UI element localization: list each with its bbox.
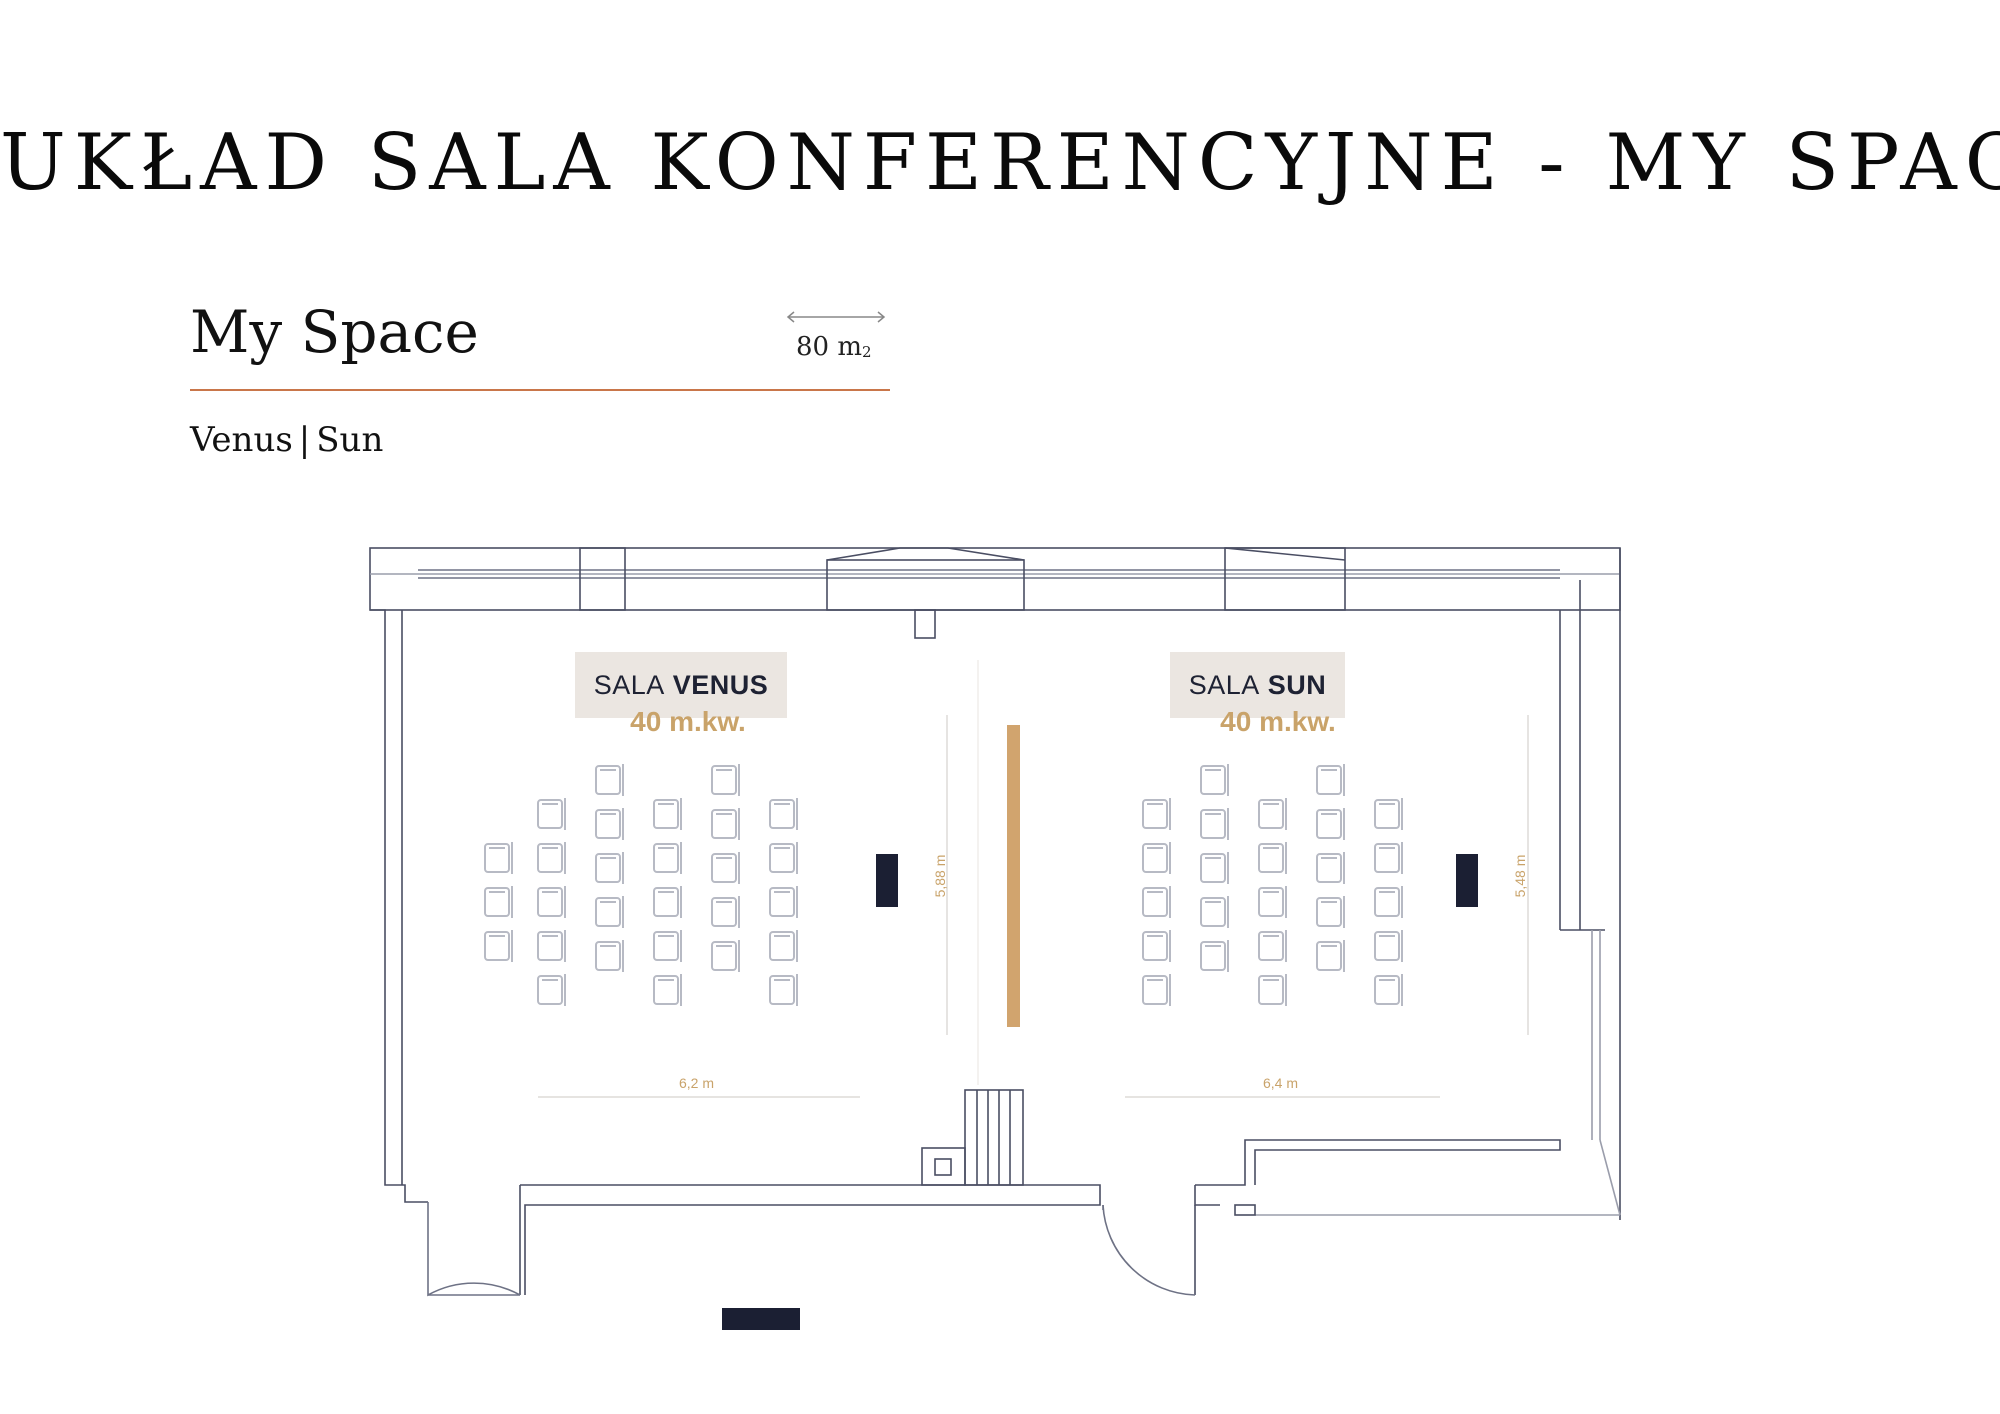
chair [484,930,513,962]
chair [1374,886,1403,918]
depth-dimension-sun: 5,48 m [1512,854,1528,898]
chair [711,764,740,796]
building-walls [369,547,1621,1297]
page-title: UKŁAD SALA KONFERENCYJNE - MY SPACE [0,118,2000,208]
subroom-list: Venus|Sun [190,420,383,460]
chair [653,842,682,874]
chair [1258,930,1287,962]
chair [653,886,682,918]
chair [1316,808,1345,840]
chair [1316,852,1345,884]
chair [1258,886,1287,918]
chair [537,886,566,918]
chair [1200,808,1229,840]
chair [1142,842,1171,874]
chair [653,930,682,962]
chair [653,798,682,830]
room-partition [1007,725,1020,1027]
chair [769,974,798,1006]
chair [1200,764,1229,796]
subroom-separator: | [298,420,311,460]
screen-sun [1456,854,1478,907]
chair [1374,930,1403,962]
chair [1200,940,1229,972]
chair [537,974,566,1006]
chair [537,798,566,830]
chair [769,842,798,874]
chair [1142,974,1171,1006]
room-area-sun: 40 m.kw. [1220,706,1336,737]
chair [484,842,513,874]
subroom-sun: Sun [316,420,384,460]
chair [1200,852,1229,884]
screen-venus [876,854,898,907]
chair [711,808,740,840]
subroom-venus: Venus [190,420,293,460]
entrance-mat [722,1308,800,1330]
chair [711,940,740,972]
chair [1258,842,1287,874]
chair [769,798,798,830]
chair [595,940,624,972]
chair [1258,974,1287,1006]
chair [595,852,624,884]
depth-dimension-venus: 5,88 m [932,854,948,898]
title-divider [190,389,890,391]
chair-layout [484,764,1403,1006]
chair [484,886,513,918]
chair [653,974,682,1006]
chair [1316,940,1345,972]
chair [1374,842,1403,874]
chair [1258,798,1287,830]
chair [595,764,624,796]
chair [537,842,566,874]
chair [1200,896,1229,928]
room-name: My Space [190,298,479,366]
chair [1374,798,1403,830]
chair [1316,896,1345,928]
chair [769,886,798,918]
chair [537,930,566,962]
width-dimension-sun: 6,4 m [1263,1075,1299,1091]
room-area: 80 m2 [796,332,872,362]
chair [1142,886,1171,918]
chair [595,808,624,840]
chair [1142,798,1171,830]
chair [769,930,798,962]
dimension-lines [538,660,1529,1098]
width-dimension-venus: 6,2 m [679,1075,715,1091]
chair [1374,974,1403,1006]
chair [711,896,740,928]
chair [1142,930,1171,962]
chair [1316,764,1345,796]
room-area-venus: 40 m.kw. [630,706,746,737]
chair [595,896,624,928]
area-arrow-icon [786,311,886,323]
chair [711,852,740,884]
